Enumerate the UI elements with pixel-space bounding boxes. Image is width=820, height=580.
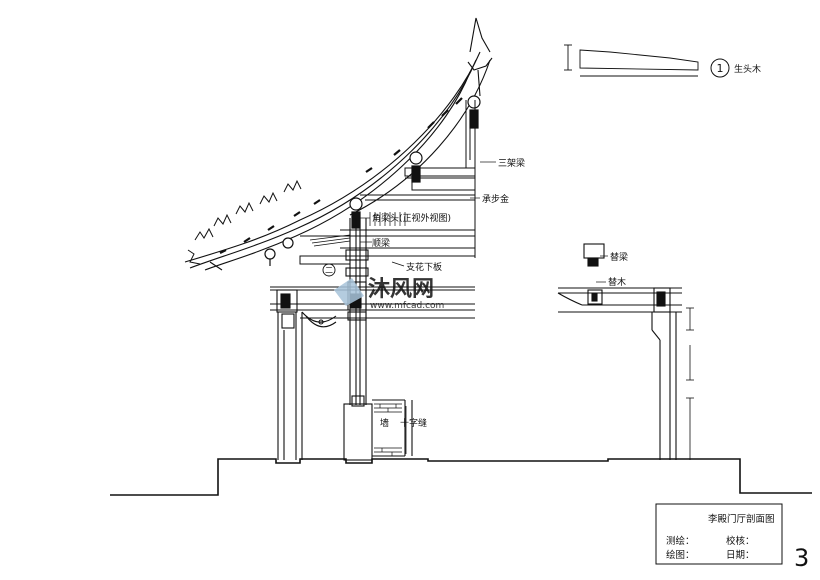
brick-hatch	[374, 403, 402, 456]
label-zhihua-xiaban: 支花下板	[406, 261, 442, 273]
central-post	[345, 218, 369, 405]
circled-mark	[322, 263, 336, 277]
watermark-url: www.mfcad.com	[370, 301, 444, 311]
sheet-number: 3	[794, 544, 809, 572]
title-text: 李殿门厅剖面图	[708, 513, 775, 525]
eave-ornaments	[187, 179, 302, 265]
leader-lines	[360, 161, 608, 283]
legend-text: 生头木	[734, 63, 761, 75]
roof-rafters	[184, 51, 491, 271]
label-shun-liang: 顺梁	[372, 237, 390, 249]
eave-girder	[270, 286, 475, 319]
label-chabu-jin: 承步金	[482, 193, 509, 205]
label-ti-liang: 替梁	[610, 251, 628, 263]
label-jiaoliang-detail: 角梁头(正视外视图)	[372, 212, 451, 224]
legend-detail	[564, 44, 699, 77]
left-column	[276, 289, 337, 460]
ridge-ornament	[467, 17, 493, 97]
dimension-lines	[405, 307, 694, 460]
watermark-brand: 沐风网	[368, 277, 434, 302]
roof-beams	[299, 100, 476, 265]
title-block	[655, 503, 783, 565]
legend-number: 1	[717, 62, 724, 75]
right-structure	[557, 243, 682, 460]
watermark: 沐风网 www.mfcad.com	[334, 277, 444, 311]
label-qiang: 墙	[380, 417, 389, 429]
circled-mark-text: 二	[325, 266, 333, 275]
roof-tiles	[219, 97, 463, 254]
flower-board-hatch	[309, 212, 406, 247]
purlins	[264, 95, 481, 266]
draw-label: 绘图：	[666, 549, 695, 561]
label-ti-mu: 替木	[608, 276, 626, 288]
check-label: 校核：	[726, 535, 755, 547]
legend-circle	[710, 58, 730, 78]
label-sanjia-liang: 三架梁	[498, 157, 525, 169]
ground-line	[110, 458, 812, 496]
wall-base	[343, 395, 413, 461]
label-shizi-feng: 十字缝	[400, 417, 427, 429]
survey-label: 测绘：	[666, 535, 695, 547]
date-label: 日期：	[726, 550, 755, 561]
